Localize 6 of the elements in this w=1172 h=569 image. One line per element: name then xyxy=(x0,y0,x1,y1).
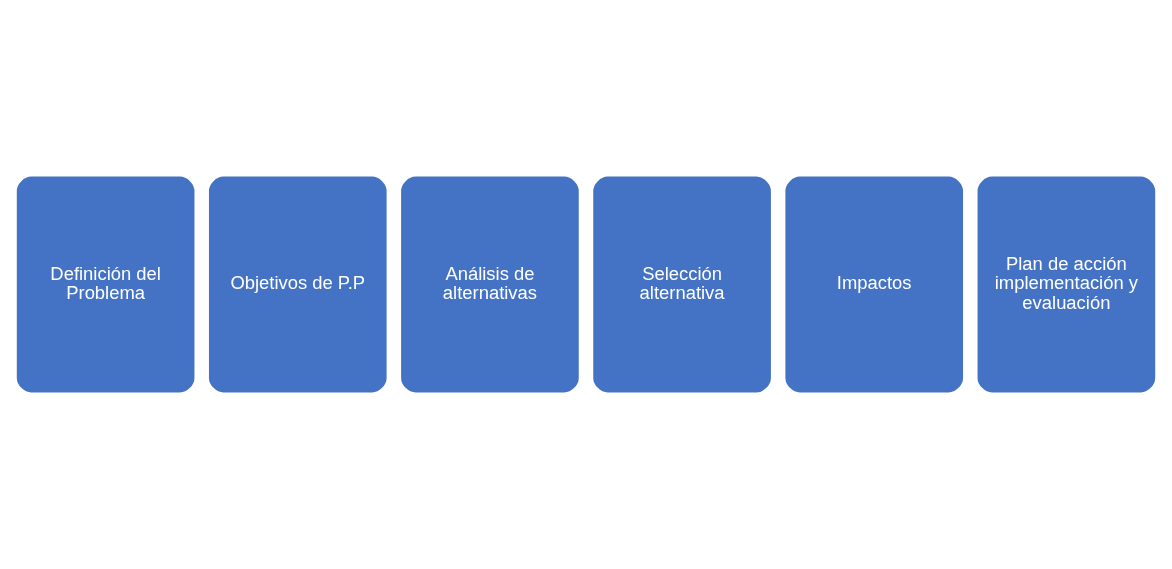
node-box: Objetivos de P.P xyxy=(206,173,390,396)
node-box: Análisis de alternativas xyxy=(398,173,582,396)
node-box: Plan de acción implementación y evaluación xyxy=(974,173,1158,396)
node-box: Impactos xyxy=(782,173,966,396)
node-box: Selección alternativa xyxy=(590,173,774,396)
node-box: Definición del Problema xyxy=(14,173,198,396)
